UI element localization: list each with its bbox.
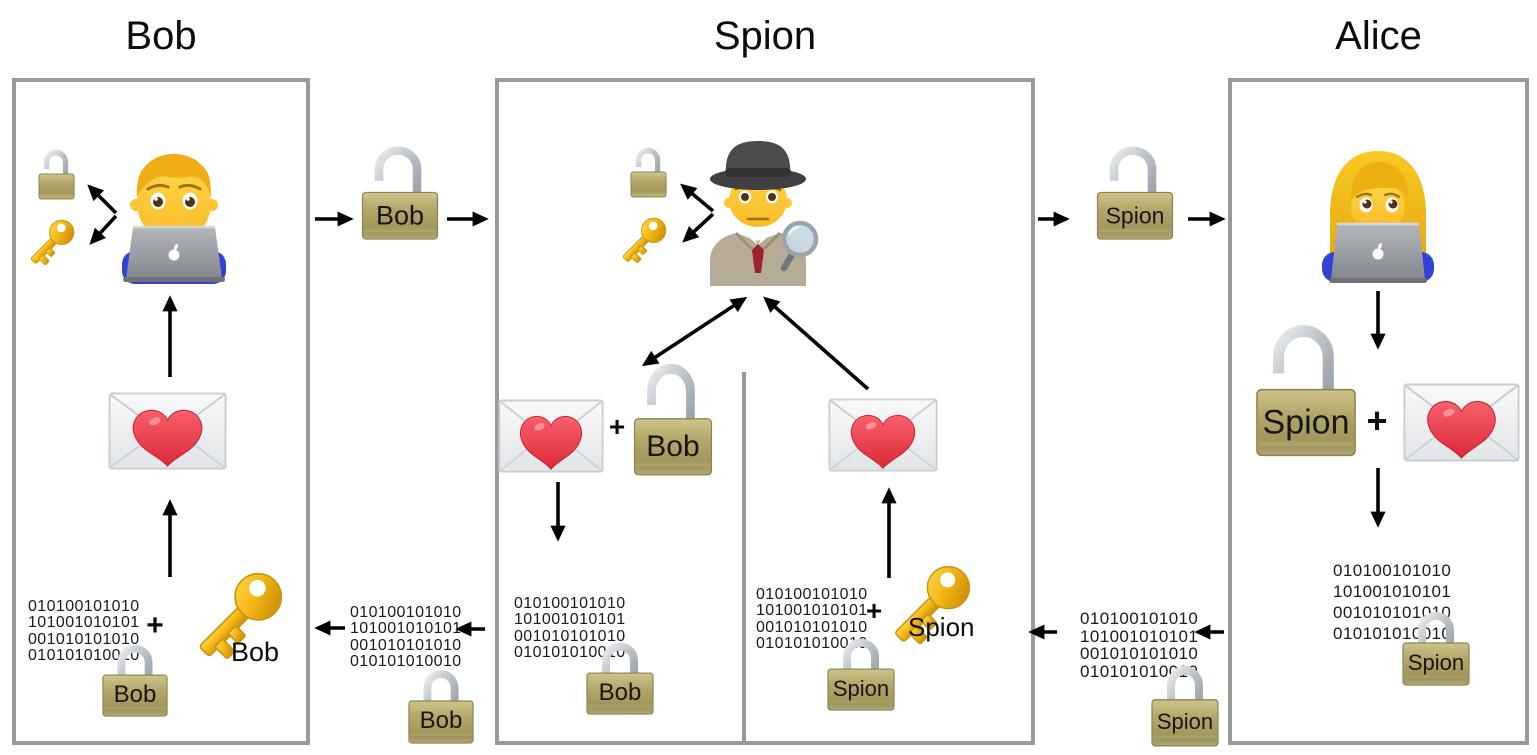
- alice-panel: [1228, 78, 1529, 745]
- plus-sign: +: [865, 595, 883, 626]
- love-letter-icon: [1403, 383, 1520, 462]
- key-label-spion: Spion: [908, 612, 975, 642]
- padlock-closed-bob: Bob: [101, 636, 169, 718]
- panel-title-alice: Alice: [1335, 14, 1422, 58]
- padlock-closed-bob-spy: Bob: [585, 634, 655, 716]
- spion-panel-divider: [742, 372, 746, 745]
- padlock-closed-spion-channel: Spion: [1150, 656, 1220, 748]
- love-letter-icon: [828, 398, 938, 472]
- private-key-bob-icon: [199, 572, 283, 659]
- woman-technologist-emoji: [1322, 151, 1434, 283]
- ciphertext-binary-channel-left: 010100101010 101001010101 001010101010 0…: [350, 604, 462, 671]
- ciphertext-binary-bob: 010100101010 101001010101 001010101010 0…: [28, 598, 140, 665]
- panel-title-spion: Spion: [713, 14, 817, 58]
- plus-sign: +: [608, 411, 626, 442]
- detective-emoji: [710, 141, 819, 286]
- padlock-open-spion-channel: Spion: [1096, 140, 1174, 241]
- key-label-bob: Bob: [231, 637, 280, 667]
- open-lock-icon: [38, 149, 75, 200]
- man-technologist-emoji: [122, 154, 226, 284]
- key-icon: [30, 219, 75, 266]
- plus-sign: +: [146, 609, 164, 642]
- padlock-closed-bob-channel: Bob: [407, 661, 475, 745]
- padlock-closed-spion-spy: Spion: [826, 630, 896, 712]
- private-key-spion-icon: [895, 565, 971, 645]
- love-letter-icon: [498, 399, 604, 473]
- spion-panel: [495, 78, 1035, 745]
- ciphertext-binary-spy-reencrypted: 010100101010 101001010101 001010101010 0…: [514, 595, 626, 662]
- key-icon: [622, 217, 667, 264]
- padlock-open-bob-channel: Bob: [361, 140, 439, 241]
- padlock-open-bob-spy: Bob: [633, 356, 713, 477]
- plus-sign: +: [1366, 400, 1388, 441]
- ciphertext-binary-channel-right: 010100101010 101001010101 001010101010 0…: [1080, 609, 1199, 681]
- padlock-open-spion-alice: Spion: [1255, 316, 1357, 458]
- open-lock-icon: [630, 147, 667, 198]
- panel-title-bob: Bob: [125, 14, 197, 58]
- love-letter-icon: [108, 392, 227, 470]
- padlock-closed-spion-alice: Spion: [1401, 603, 1471, 687]
- bob-panel: [12, 78, 310, 745]
- ciphertext-binary-spy-received: 010100101010 101001010101 001010101010 0…: [756, 586, 868, 653]
